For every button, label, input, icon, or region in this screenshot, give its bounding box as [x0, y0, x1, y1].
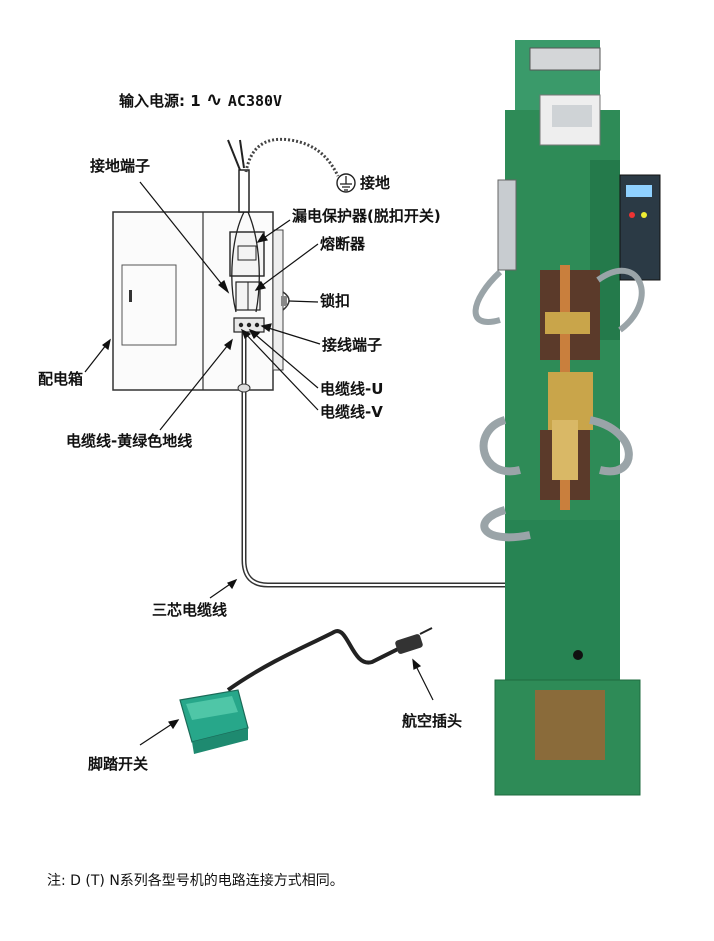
leader-lines: [84, 181, 434, 746]
ground-symbol-icon: [336, 173, 356, 193]
label-cable-v: 电缆线-V: [320, 403, 383, 421]
incoming-cable: [227, 137, 340, 313]
label-aviation-plug: 航空插头: [402, 712, 463, 730]
label-foot-switch: 脚踏开关: [88, 755, 149, 773]
label-lock: 锁扣: [320, 292, 351, 310]
label-three-core-cable: 三芯电缆线: [152, 601, 228, 619]
fuse: [235, 281, 261, 311]
label-yellow-green-ground: 电缆线-黄绿色地线: [66, 432, 193, 450]
power-input-prefix: 输入电源:: [119, 92, 185, 110]
label-wiring-terminal: 接线端子: [322, 336, 383, 354]
label-fuse: 熔断器: [320, 235, 366, 253]
three-core-cable: [237, 332, 520, 588]
foot-switch: [179, 689, 249, 754]
welding-machine: [472, 40, 661, 796]
label-ground-terminal: 接地端子: [90, 157, 151, 175]
label-ground: 接地: [360, 174, 391, 192]
label-leakage-protector: 漏电保护器(脱扣开关): [292, 207, 441, 225]
label-distribution-box: 配电箱: [38, 370, 84, 388]
label-cable-u: 电缆线-U: [320, 380, 384, 398]
lock-latch: [281, 291, 290, 311]
foot-switch-cable: [226, 627, 433, 692]
footnote: 注: D (T) N系列各型号机的电路连接方式相同。: [47, 873, 344, 889]
phase-count: 1: [190, 92, 201, 110]
wiring-terminal: [233, 317, 265, 333]
ac-wave-icon: ∿: [205, 87, 223, 111]
voltage-value: AC380V: [227, 92, 283, 110]
power-input-label: 输入电源: 1 ∿ AC380V: [119, 87, 283, 111]
